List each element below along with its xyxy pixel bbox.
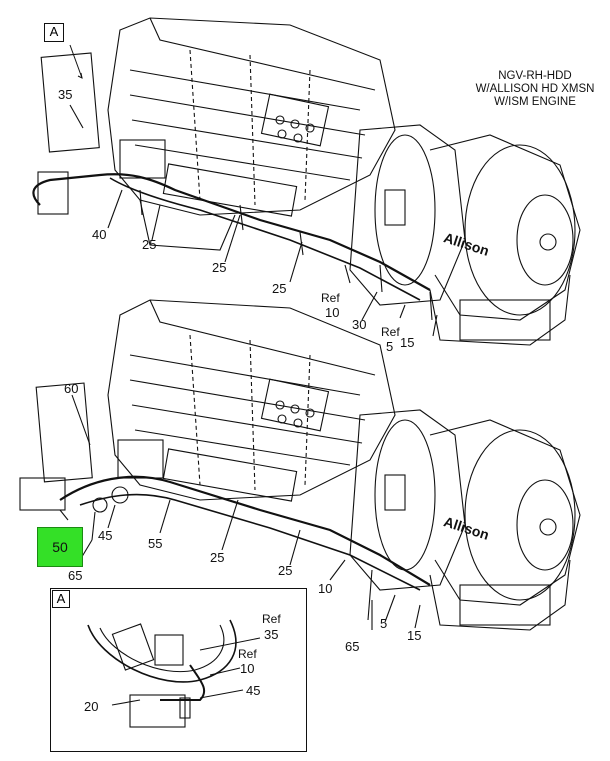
callout-15: 15 [407, 628, 422, 643]
title-line-3: W/ISM ENGINE [494, 96, 576, 108]
transmission-bottom [429, 419, 581, 631]
detail-tag-a: A [52, 590, 70, 608]
callout-55: 55 [148, 536, 163, 551]
callout-65: 65 [68, 568, 83, 583]
detail-callout-10: 10 [240, 661, 255, 676]
callout-5: 5 [386, 339, 394, 354]
callout-25: 25 [210, 550, 225, 565]
detail-a-frame [50, 588, 307, 752]
harness-bottom [19, 382, 431, 621]
leader-lines-bottom [59, 394, 421, 630]
callout-10: 10 [325, 305, 340, 320]
callout-45: 45 [98, 528, 113, 543]
detail-callout-20: 20 [84, 699, 99, 714]
detail-callout-ref: Ref [238, 647, 257, 661]
callout-25: 25 [272, 281, 287, 296]
engine-block-top [107, 17, 396, 251]
harness-top [32, 52, 433, 321]
callout-35: 35 [58, 87, 73, 102]
detail-callout-45: 45 [246, 683, 261, 698]
callout-5: 5 [380, 616, 388, 631]
transmission-top [429, 134, 581, 346]
callout-ref: Ref [321, 291, 340, 305]
detail-callout-35: 35 [264, 627, 279, 642]
callout-15: 15 [400, 335, 415, 350]
title-line-1: NGV-RH-HDD [498, 70, 572, 82]
callout-25: 25 [212, 260, 227, 275]
callout-60: 60 [64, 381, 79, 396]
detail-callout-ref: Ref [262, 612, 281, 626]
callout-25: 25 [278, 563, 293, 578]
callout-25: 25 [142, 237, 157, 252]
diagram-title: NGV-RH-HDD W/ALLISON HD XMSN W/ISM ENGIN… [470, 70, 600, 109]
callout-40: 40 [92, 227, 107, 242]
title-line-2: W/ALLISON HD XMSN [475, 83, 595, 95]
callout-30: 30 [352, 317, 367, 332]
leader-lines-top [69, 44, 438, 337]
callout-ref: Ref [381, 325, 400, 339]
detail-a-artwork [87, 619, 261, 728]
callout-65: 65 [345, 639, 360, 654]
engine-block-bottom [107, 299, 396, 502]
callout-10: 10 [318, 581, 333, 596]
view-tag-a: A [44, 23, 64, 42]
bell-housing-top [349, 124, 466, 306]
highlight-callout-50[interactable]: 50 [37, 527, 83, 567]
